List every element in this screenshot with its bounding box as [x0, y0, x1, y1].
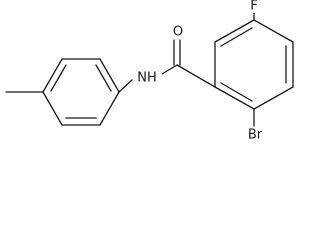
nh-label: NH — [137, 71, 157, 86]
ring-b-bond-6 — [99, 91, 120, 126]
ring-b-bond-4 — [42, 91, 63, 126]
molecule-diagram: O F NH Br — [5, 0, 294, 143]
ring-b-bond-3 — [42, 58, 63, 93]
oxygen-label: O — [173, 25, 183, 40]
ring-a-bond-6-inner — [220, 27, 253, 47]
ring-a-bond-6 — [214, 19, 255, 43]
amide-group — [118, 39, 216, 93]
atom-label-oxygen: O — [171, 24, 185, 40]
ring-a-bond-1 — [253, 19, 294, 43]
fluorine-label: F — [250, 0, 257, 14]
structure-canvas: O F NH Br — [5, 0, 294, 143]
carbonyl-to-n-bond — [161, 64, 178, 75]
atom-label-nitrogen: NH — [134, 70, 162, 86]
ring-b-bond-1 — [99, 58, 120, 93]
bromofluorophenyl-ring — [214, 19, 294, 110]
tolyl-ring — [42, 58, 120, 126]
n-to-ring-bond — [118, 79, 133, 93]
bromine-label: Br — [248, 128, 263, 143]
atom-label-bromine: Br — [244, 127, 266, 143]
atom-label-fluorine: F — [248, 0, 260, 14]
ring-a-bond-4-inner — [220, 82, 253, 102]
ring-b-bond-3-inner — [50, 64, 67, 92]
ring-b-bond-1-inner — [95, 64, 112, 92]
ring-a-bond-3 — [253, 86, 294, 110]
ring-a-bond-4 — [214, 86, 255, 110]
ring-to-carbonyl-bond — [176, 64, 216, 88]
